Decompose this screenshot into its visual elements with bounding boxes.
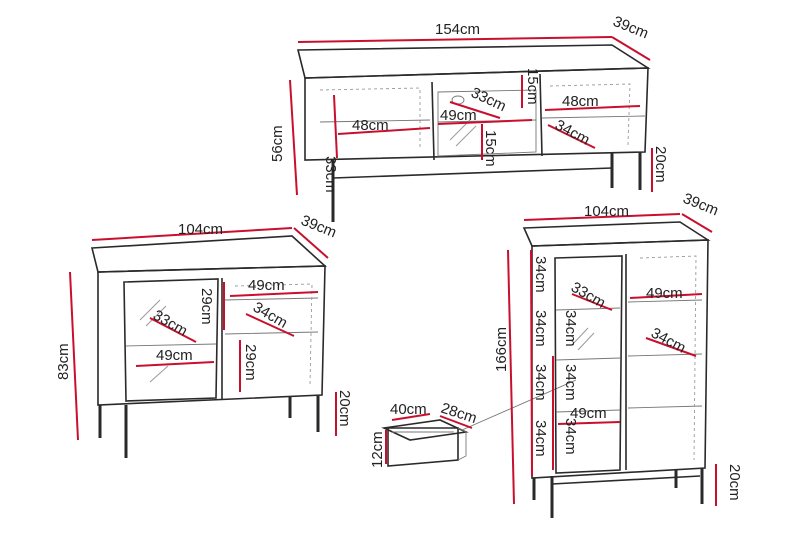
vt-bottom-width-label: 49cm	[570, 405, 607, 422]
tv-height-label: 56cm	[269, 125, 286, 162]
vt-right-depth-line	[645, 337, 697, 357]
vt-shelf-line	[530, 249, 533, 477]
drawer-width-label: 40cm	[390, 401, 427, 418]
tv-depth-label: 39cm	[611, 13, 651, 43]
tv-center-top-label: 15cm	[524, 68, 541, 105]
vt-height-line	[507, 249, 515, 505]
vt-bottom-width-line	[557, 421, 621, 425]
tv-width-label: 154cm	[435, 21, 480, 38]
sb-right-top-height-label: 29cm	[198, 288, 215, 325]
vitrine-drawing	[522, 221, 711, 518]
tv-unit-drawing	[296, 44, 651, 222]
vt-inner-shelf-height-2: 34cm	[562, 364, 579, 401]
sb-glass-depth-label: 33cm	[150, 307, 190, 340]
vt-right-width-label: 49cm	[646, 285, 683, 302]
vt-depth-line	[681, 213, 713, 233]
tv-left-height-label: 33cm	[322, 156, 339, 193]
vt-right-depth-label: 34cm	[648, 325, 688, 357]
vt-right-width-line	[629, 293, 703, 299]
drawer-width-line	[391, 413, 431, 421]
vt-glass-depth-line	[571, 293, 613, 311]
drawer-depth-line	[439, 415, 473, 429]
vt-height-label: 166cm	[493, 327, 510, 372]
tv-center-width-line	[437, 119, 533, 125]
sb-depth-line	[293, 227, 329, 259]
tv-leg-label: 20cm	[652, 146, 669, 183]
vt-depth-label: 39cm	[681, 190, 721, 220]
tv-center-width-label: 49cm	[440, 107, 477, 124]
vt-leg-label: 20cm	[726, 464, 743, 501]
vt-inner-shelf-height-1: 34cm	[562, 310, 579, 347]
sb-glass-width-label: 49cm	[156, 347, 193, 364]
drawer-drawing	[381, 379, 577, 467]
tv-right-depth-label: 34cm	[552, 117, 592, 149]
sb-glass-depth-line	[149, 317, 197, 343]
tv-right-width-line	[544, 105, 641, 111]
sb-leg-label: 20cm	[336, 390, 353, 427]
tv-width-line	[297, 36, 613, 43]
vt-shelf-height-2: 34cm	[532, 310, 549, 347]
drawer-dimensions: 40cm 28cm 12cm	[369, 400, 479, 468]
tv-left-width-line	[337, 127, 431, 135]
tv-center-depth-line	[449, 101, 501, 119]
tv-height-line	[289, 79, 298, 196]
sb-width-line	[91, 227, 293, 241]
sb-glass-width-line	[135, 361, 215, 367]
sb-right-depth-line	[245, 313, 295, 337]
sideboard-drawing	[90, 235, 328, 458]
sb-right-top-width-label: 49cm	[248, 277, 285, 294]
tv-center-bottom-label: 15cm	[482, 130, 499, 167]
tv-left-height-line	[333, 94, 338, 159]
tv-right-width-label: 48cm	[562, 93, 599, 110]
vt-shelf-height-3: 34cm	[532, 364, 549, 401]
tv-right-depth-line	[547, 124, 596, 149]
sb-height-label: 83cm	[55, 343, 72, 380]
vt-width-line	[523, 213, 681, 221]
sb-height-line	[69, 271, 79, 441]
vt-width-label: 104cm	[584, 203, 629, 220]
sb-right-bottom-height-label: 29cm	[242, 344, 259, 381]
vt-inner-shelf-height-3: 34cm	[562, 418, 579, 455]
vitrine-dimensions: 104cm 39cm 166cm 34cm 34cm 34cm 34cm 34c…	[493, 190, 743, 506]
sb-right-top-width-line	[229, 291, 319, 297]
tv-unit-dimensions: 154cm 39cm 56cm 33cm 48cm 49cm 33cm 15cm…	[269, 13, 669, 196]
sb-right-depth-label: 34cm	[250, 299, 290, 332]
tv-depth-line	[611, 36, 651, 61]
sb-width-label: 104cm	[178, 221, 223, 238]
vt-shelf-height-4: 34cm	[532, 420, 549, 457]
tv-left-width-label: 48cm	[352, 117, 389, 134]
vt-glass-depth-label: 33cm	[568, 279, 608, 312]
vt-shelf-height-1: 34cm	[532, 256, 549, 293]
drawer-height-label: 12cm	[369, 431, 386, 468]
